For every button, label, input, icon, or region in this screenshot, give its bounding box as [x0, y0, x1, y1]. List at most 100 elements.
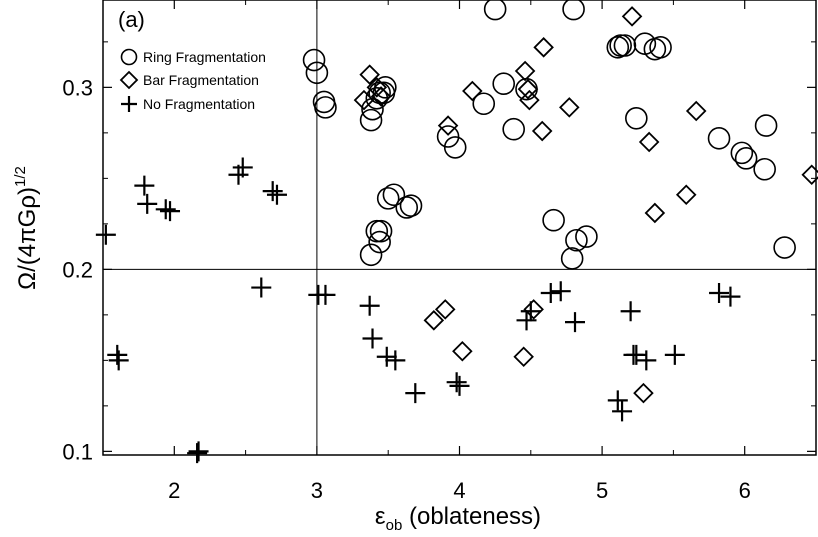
ring-point: [395, 196, 419, 219]
x-tick-label: 2: [168, 478, 180, 503]
ring-point: [374, 76, 397, 99]
none-point: [607, 390, 628, 411]
bar-point: [685, 100, 707, 122]
bar-point: [531, 120, 553, 142]
none-point: [95, 224, 116, 245]
ring-point: [365, 219, 389, 243]
legend-none-label: No Fragmentation: [143, 96, 255, 112]
bar-point: [675, 184, 697, 206]
bar-point: [370, 86, 392, 107]
bar-point: [423, 310, 445, 331]
ring-point: [625, 107, 648, 130]
ring-point: [773, 236, 796, 259]
ring-point: [753, 157, 776, 181]
ring-point: [359, 108, 383, 132]
bar-point: [452, 340, 473, 362]
bar-point: [513, 346, 534, 367]
ring-point: [613, 34, 637, 57]
ring-point: [754, 114, 778, 137]
ring-point: [399, 194, 423, 217]
none-point: [108, 350, 129, 371]
none-point: [160, 201, 181, 222]
none-point: [636, 350, 657, 371]
none-point: [262, 181, 283, 202]
legend-none-marker: [121, 96, 137, 112]
y-axis-ticks: 0.1 0.2 0.3: [62, 41, 816, 464]
bar-point: [359, 64, 380, 85]
y-tick-label: 0.2: [62, 257, 93, 282]
ring-point: [443, 136, 467, 159]
none-point: [520, 301, 541, 322]
none-point: [232, 157, 253, 178]
none-point: [709, 283, 730, 304]
bar-point: [462, 80, 483, 102]
ring-point: [609, 34, 632, 57]
ring-point: [305, 61, 329, 85]
none-point: [626, 344, 647, 365]
ring-point: [369, 219, 393, 243]
bar-point: [517, 78, 539, 100]
y-tick-label: 0.1: [62, 439, 93, 464]
ring-point: [359, 243, 383, 267]
bar-point: [519, 89, 540, 111]
none-point: [359, 295, 380, 316]
ring-point: [368, 230, 391, 254]
x-tick-label: 6: [739, 478, 751, 503]
bar-point: [633, 382, 654, 404]
bar-point: [644, 202, 666, 224]
legend-ring-marker: [120, 48, 138, 66]
none-point: [565, 312, 586, 333]
ring-point: [707, 127, 731, 150]
ring-point: [483, 0, 507, 21]
bar-point: [533, 37, 554, 58]
panel-label: (a): [118, 7, 145, 32]
ring-point: [376, 187, 400, 210]
legend: Ring Fragmentation Bar Fragmentation No …: [119, 48, 266, 112]
none-point: [540, 283, 561, 304]
legend-bar-label: Bar Fragmentation: [143, 72, 259, 88]
none-point: [664, 344, 685, 365]
none-point: [446, 372, 467, 393]
ring-point: [382, 183, 406, 207]
none-point: [612, 401, 633, 422]
ring-point: [565, 228, 588, 252]
none-point: [376, 346, 397, 367]
bar-point: [523, 299, 544, 320]
x-axis-label: εob (oblateness): [375, 503, 541, 534]
none-point: [188, 441, 209, 462]
none-point: [720, 286, 741, 307]
x-axis-ticks: 2 3 4 5 6: [102, 0, 817, 503]
ring-point: [649, 36, 672, 59]
none-point: [405, 383, 426, 404]
none-point: [155, 199, 176, 220]
ring-point: [575, 225, 598, 248]
none-point: [187, 443, 208, 464]
x-tick-label: 4: [453, 478, 465, 503]
bar-point: [514, 60, 536, 82]
ring-point: [314, 96, 337, 119]
ring-point: [734, 147, 758, 170]
ring-point: [730, 141, 754, 165]
none-point: [137, 193, 158, 214]
ring-point: [472, 92, 496, 116]
bar-point: [559, 97, 580, 118]
y-axis-label: Ω/(4πGρ)1/2: [12, 166, 41, 290]
ring-point: [560, 247, 584, 270]
ring-point: [302, 48, 326, 72]
bar-point: [353, 89, 375, 111]
x-tick-label: 3: [311, 478, 323, 503]
none-point: [620, 301, 641, 322]
bar-point: [434, 299, 456, 320]
ring-point: [502, 117, 525, 141]
data-marks: [95, 0, 818, 464]
y-tick-label: 0.3: [62, 75, 93, 100]
legend-ring-label: Ring Fragmentation: [143, 49, 266, 65]
x-tick-label: 5: [596, 478, 608, 503]
none-point: [266, 184, 287, 205]
none-point: [134, 175, 155, 196]
bar-point: [621, 6, 643, 27]
bar-point: [366, 77, 388, 98]
none-point: [550, 281, 571, 302]
ring-point: [436, 125, 460, 148]
